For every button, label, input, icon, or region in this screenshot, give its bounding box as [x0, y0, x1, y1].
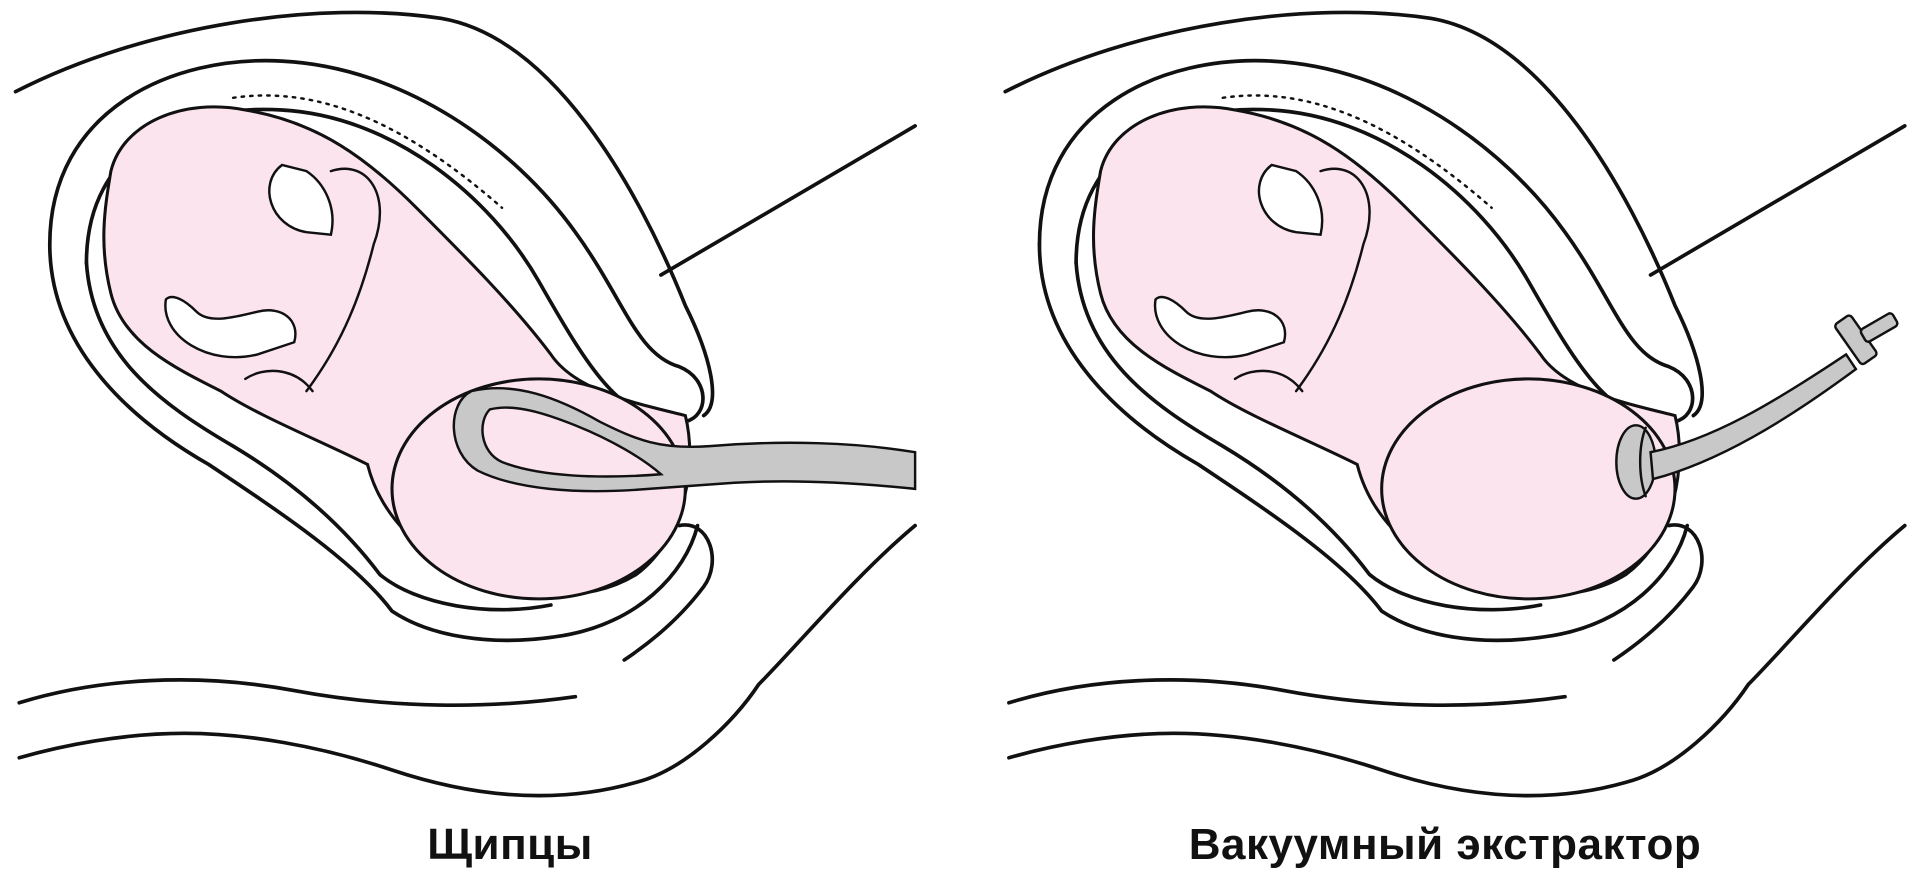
vacuum-illustration — [1003, 10, 1907, 798]
forceps-panel: Щипцы — [13, 10, 917, 869]
forceps-caption: Щипцы — [427, 820, 593, 869]
forceps-illustration — [13, 10, 917, 798]
vacuum-panel: Вакуумный экстрактор — [990, 0, 1920, 880]
vacuum-caption: Вакуумный экстрактор — [1188, 820, 1702, 869]
